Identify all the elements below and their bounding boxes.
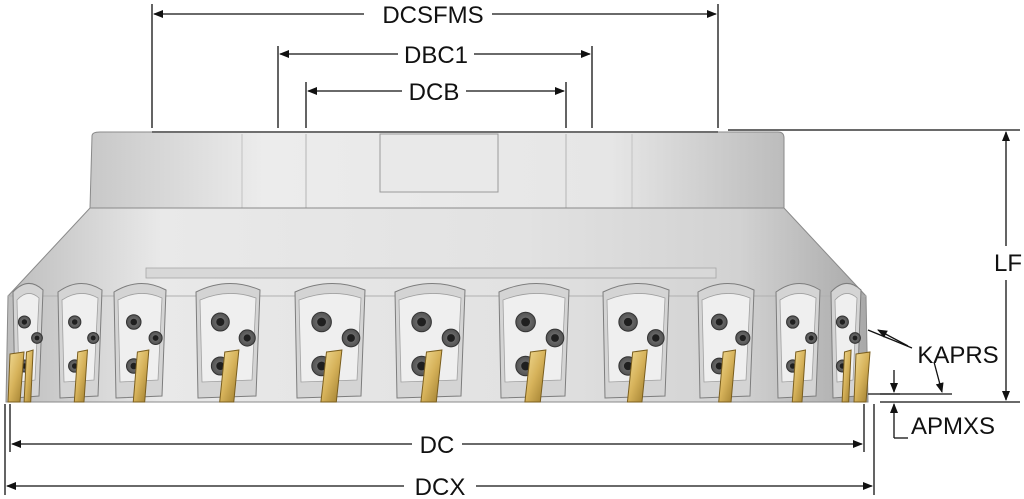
- gold-insert: [524, 349, 547, 403]
- gold-insert: [219, 349, 240, 403]
- torx-socket-icon: [130, 318, 138, 326]
- insert-pocket: [697, 283, 755, 403]
- torx-socket-icon: [839, 319, 846, 325]
- torx-socket-icon: [216, 361, 225, 371]
- torx-socket-icon: [551, 334, 559, 342]
- insert-pocket: [498, 282, 570, 403]
- insert-pocket: [294, 282, 366, 403]
- torx-socket-icon: [808, 335, 814, 341]
- torx-socket-icon: [789, 363, 796, 369]
- gold-insert: [791, 349, 807, 403]
- kaprs-arrow: [877, 329, 909, 347]
- label-dbc1: DBC1: [404, 42, 468, 69]
- torx-socket-icon: [739, 334, 746, 342]
- torx-socket-icon: [243, 334, 251, 342]
- insert-pocket: [602, 282, 670, 403]
- torx-socket-icon: [21, 319, 28, 325]
- label-lf: LF: [994, 250, 1022, 277]
- insert-pocket: [57, 283, 103, 403]
- torx-socket-icon: [715, 362, 723, 370]
- torx-socket-icon: [417, 361, 427, 371]
- gold-insert: [73, 349, 89, 403]
- label-dcx: DCX: [415, 474, 466, 499]
- label-dcb: DCB: [409, 79, 460, 106]
- label-kaprs: KAPRS: [917, 342, 998, 369]
- gold-insert: [7, 351, 25, 403]
- dimension-lines: [4, 4, 1020, 495]
- insert-pocket: [113, 283, 167, 403]
- torx-socket-icon: [623, 317, 633, 327]
- torx-socket-icon: [623, 361, 633, 371]
- pocket-face: [61, 293, 99, 383]
- torx-socket-icon: [521, 361, 531, 371]
- torx-socket-icon: [417, 317, 427, 327]
- torx-socket-icon: [317, 361, 327, 371]
- torx-socket-icon: [71, 363, 78, 369]
- dimension-labels: DCSFMS DBC1 DCB LF KAPRS APMXS DC DCX: [382, 2, 1022, 499]
- torx-socket-icon: [90, 335, 96, 341]
- torx-socket-icon: [216, 317, 225, 327]
- insert-pocket: [394, 282, 466, 403]
- torx-socket-icon: [130, 362, 138, 370]
- torx-socket-icon: [789, 319, 796, 325]
- kaprs-arrow-2: [933, 361, 944, 393]
- torx-socket-icon: [852, 335, 858, 341]
- torx-socket-icon: [652, 334, 660, 342]
- insert-pocket: [195, 282, 261, 403]
- label-apmxs: APMXS: [911, 413, 995, 440]
- pocket-face: [779, 293, 817, 383]
- drive-slot: [379, 133, 499, 193]
- insert-pockets: [7, 282, 871, 403]
- gold-insert: [23, 349, 34, 403]
- gold-insert: [718, 349, 737, 403]
- insert-pocket: [775, 283, 821, 403]
- torx-socket-icon: [347, 334, 355, 342]
- gold-insert: [420, 349, 443, 403]
- insert-pocket: [830, 283, 862, 403]
- torx-socket-icon: [317, 317, 327, 327]
- torx-socket-icon: [715, 318, 723, 326]
- torx-socket-icon: [447, 334, 455, 342]
- torx-socket-icon: [71, 319, 78, 325]
- gold-insert: [626, 349, 648, 403]
- gold-insert: [320, 349, 343, 403]
- label-dcsfms: DCSFMS: [382, 2, 483, 29]
- torx-socket-icon: [152, 335, 159, 341]
- label-dc: DC: [420, 432, 455, 459]
- gold-insert: [841, 349, 852, 403]
- torx-socket-icon: [34, 335, 40, 341]
- gold-insert: [853, 351, 871, 403]
- torx-socket-icon: [521, 317, 531, 327]
- gold-insert: [132, 349, 150, 403]
